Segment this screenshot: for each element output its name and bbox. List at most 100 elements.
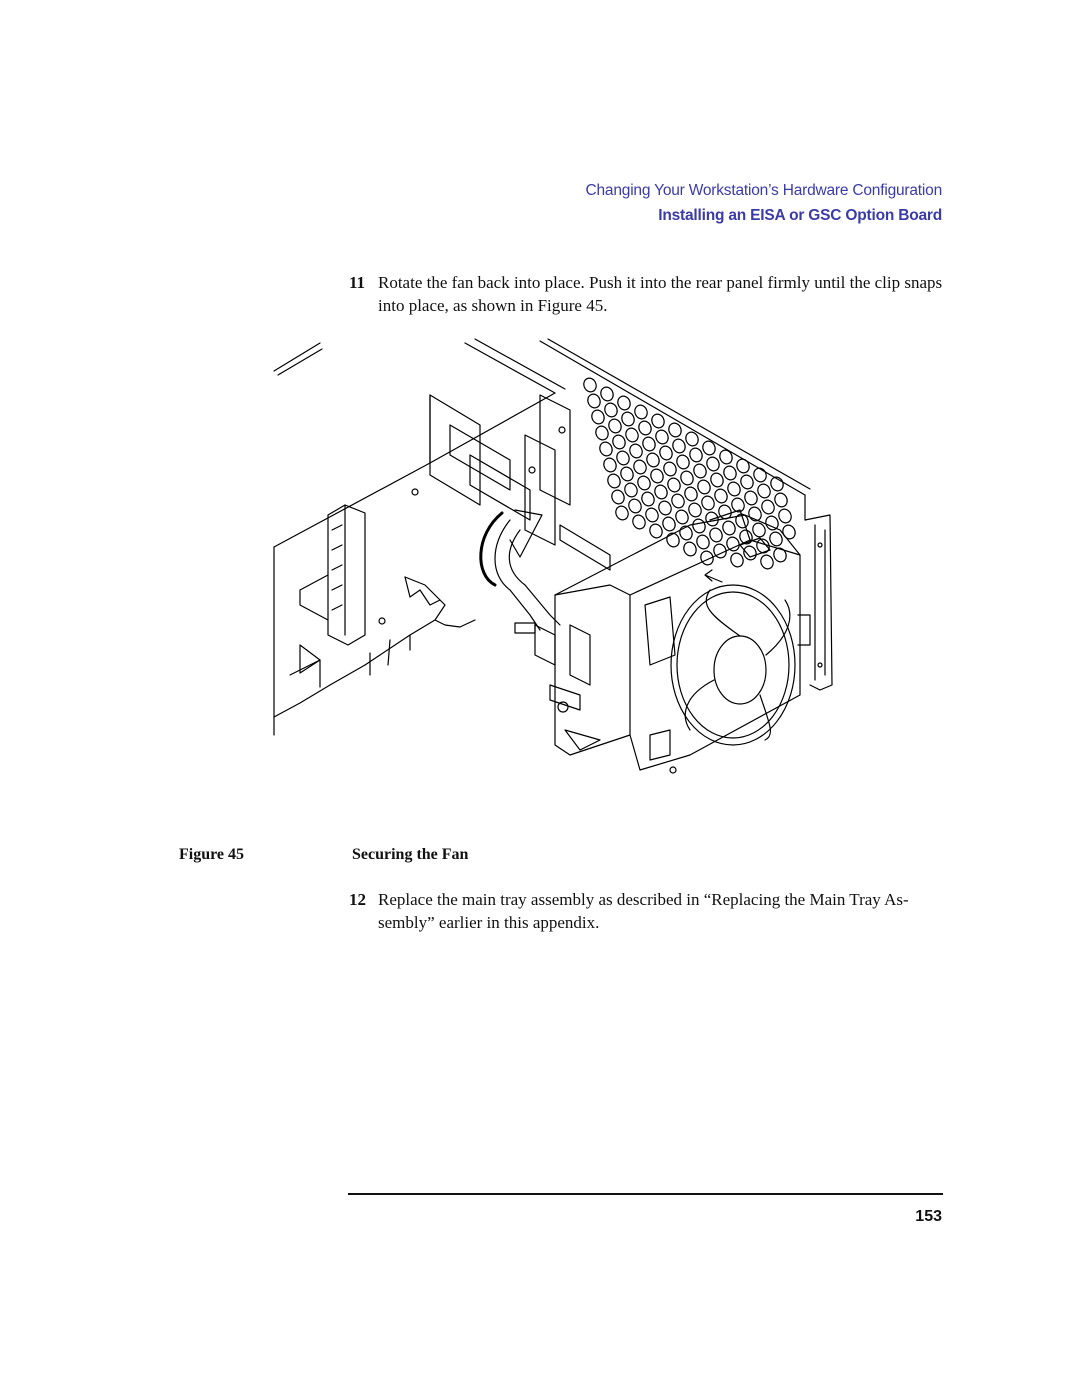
- latch-lever: [273, 576, 476, 718]
- fan-assembly-illustration: [270, 335, 840, 785]
- vent-hole: [726, 536, 740, 552]
- vent-hole: [710, 472, 724, 488]
- vent-hole: [685, 431, 699, 447]
- vent-hole: [743, 545, 757, 561]
- vent-hole: [778, 508, 792, 524]
- vent-hole: [676, 454, 690, 470]
- vent-hole: [667, 477, 681, 493]
- vent-hole: [672, 438, 686, 454]
- vent-hole: [632, 514, 646, 530]
- vent-hole: [659, 445, 673, 461]
- vent-hole: [722, 520, 736, 536]
- vent-hole: [760, 554, 774, 570]
- vent-hole: [761, 499, 775, 515]
- vent-hole: [617, 395, 631, 411]
- vent-hole: [680, 470, 694, 486]
- vent-hole: [583, 377, 597, 393]
- vent-hole: [719, 449, 733, 465]
- vent-hole: [655, 429, 669, 445]
- vent-hole: [587, 393, 601, 409]
- vent-hole: [616, 450, 630, 466]
- fan-housing: [549, 509, 801, 774]
- connector: [514, 524, 611, 666]
- vent-hole: [625, 427, 639, 443]
- vent-hole: [701, 495, 715, 511]
- vent-hole: [608, 418, 622, 434]
- vent-hole: [692, 518, 706, 534]
- chassis-frame: [273, 338, 811, 736]
- vent-hole: [740, 474, 754, 490]
- vent-hole: [770, 476, 784, 492]
- vent-hole: [662, 516, 676, 532]
- vent-hole: [603, 457, 617, 473]
- vent-hole: [663, 461, 677, 477]
- step-text: Rotate the fan back into place. Push it …: [378, 273, 943, 315]
- vent-grille: [583, 377, 796, 570]
- vent-hole: [634, 404, 648, 420]
- vent-hole: [650, 468, 664, 484]
- vent-hole: [753, 467, 767, 483]
- vent-hole: [689, 447, 703, 463]
- vent-hole: [736, 458, 750, 474]
- vent-hole: [696, 534, 710, 550]
- figure-label: Figure 45: [179, 846, 245, 863]
- vent-hole: [620, 466, 634, 482]
- vent-hole: [782, 524, 796, 540]
- vent-hole: [649, 523, 663, 539]
- vent-hole: [730, 552, 744, 568]
- vent-hole: [599, 441, 613, 457]
- step-number: 11: [349, 273, 366, 292]
- vent-hole: [628, 498, 642, 514]
- fan-blades: [670, 584, 796, 746]
- vent-hole: [744, 490, 758, 506]
- vent-hole: [600, 386, 614, 402]
- vent-hole: [757, 483, 771, 499]
- vent-hole: [684, 486, 698, 502]
- vent-hole: [706, 456, 720, 472]
- vent-hole: [774, 492, 788, 508]
- vent-hole: [713, 543, 727, 559]
- vent-hole: [765, 515, 779, 531]
- figure-caption: Securing the Fan: [352, 846, 469, 863]
- vent-hole: [702, 440, 716, 456]
- vent-hole: [645, 507, 659, 523]
- vent-hole: [611, 489, 625, 505]
- step-12: 12 Replace the main tray assembly as des…: [349, 888, 949, 934]
- vent-hole: [748, 506, 762, 522]
- vent-hole: [709, 527, 723, 543]
- step-number: 12: [349, 890, 366, 909]
- vent-hole: [641, 491, 655, 507]
- vent-hole: [671, 493, 685, 509]
- vent-hole: [769, 531, 783, 547]
- vent-hole: [604, 402, 618, 418]
- vent-hole: [739, 529, 753, 545]
- vent-hole: [637, 475, 651, 491]
- vent-hole: [697, 479, 711, 495]
- vent-hole: [633, 459, 647, 475]
- vent-hole: [629, 443, 643, 459]
- vent-hole: [646, 452, 660, 468]
- vent-hole: [658, 500, 672, 516]
- step-11: 11 Rotate the fan back into place. Push …: [349, 271, 949, 317]
- vent-hole: [651, 413, 665, 429]
- running-header-chapter: Changing Your Workstation’s Hardware Con…: [585, 182, 943, 199]
- footer-rule: [348, 1193, 943, 1195]
- vent-hole: [727, 481, 741, 497]
- rotation-arrow: [479, 509, 561, 631]
- vent-hole: [752, 522, 766, 538]
- vent-hole: [688, 502, 702, 518]
- vent-hole: [615, 505, 629, 521]
- running-header-section: Installing an EISA or GSC Option Board: [658, 207, 942, 224]
- vent-hole: [595, 425, 609, 441]
- vent-hole: [679, 525, 693, 541]
- vent-hole: [666, 532, 680, 548]
- step-text: Replace the main tray assembly as descri…: [378, 890, 909, 932]
- vent-hole: [621, 411, 635, 427]
- vent-hole: [675, 509, 689, 525]
- vent-hole: [693, 463, 707, 479]
- vent-hole: [668, 422, 682, 438]
- vent-hole: [591, 409, 605, 425]
- rear-bracket: [299, 504, 366, 646]
- vent-hole: [642, 436, 656, 452]
- card-slots: [411, 394, 571, 546]
